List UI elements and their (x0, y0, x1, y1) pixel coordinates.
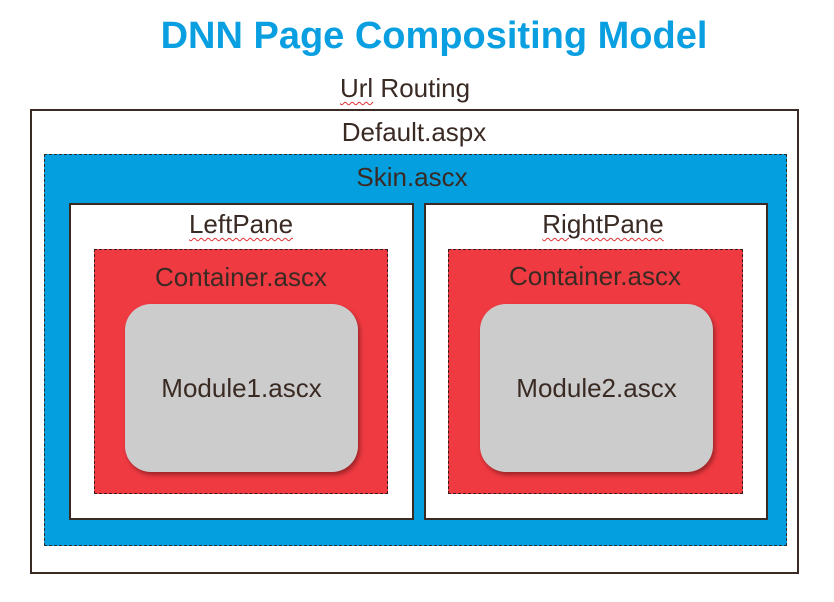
diagram-title: DNN Page Compositing Model (160, 15, 708, 57)
right-pane-label: RightPane (542, 209, 664, 239)
module1-ascx-box: Module1.ascx (125, 304, 358, 472)
default-aspx-label: Default.aspx (341, 117, 487, 147)
left-pane-label: LeftPane (188, 209, 294, 239)
module2-ascx-box: Module2.ascx (480, 304, 713, 472)
module2-ascx-label: Module2.ascx (516, 372, 677, 403)
url-routing-label: Url Routing (305, 72, 505, 104)
module1-ascx-label: Module1.ascx (161, 372, 322, 403)
skin-ascx-label: Skin.ascx (356, 162, 468, 192)
url-routing-label-text: Url Routing (339, 73, 471, 103)
left-container-label: Container.ascx (155, 262, 327, 292)
right-container-label: Container.ascx (509, 261, 681, 291)
